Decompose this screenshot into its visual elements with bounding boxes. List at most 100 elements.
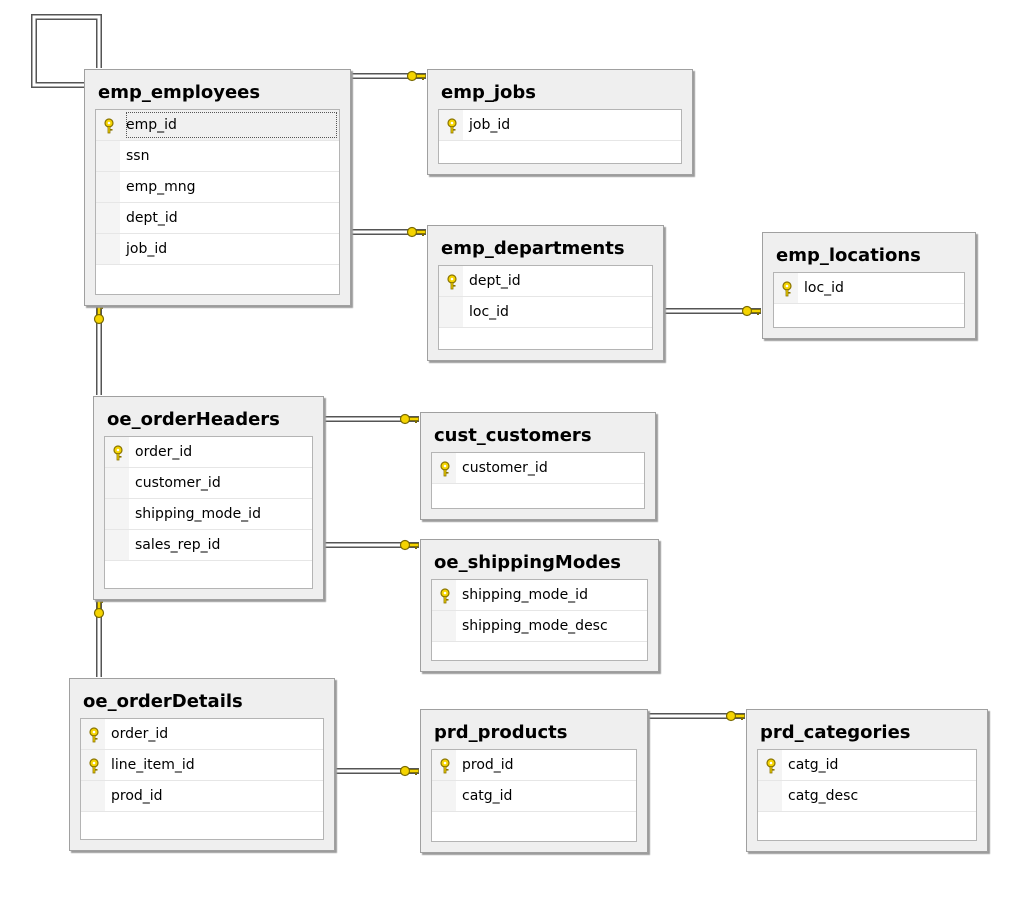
column-row[interactable]: order_id xyxy=(81,719,323,750)
column-name: dept_id xyxy=(469,273,521,289)
relationship-key-icon xyxy=(406,70,426,82)
table-oe_shippingModes[interactable]: oe_shippingModes shipping_mode_id shippi… xyxy=(420,539,659,672)
row-selector[interactable] xyxy=(105,499,129,529)
primary-key-icon xyxy=(447,274,457,290)
column-row[interactable]: catg_id xyxy=(758,750,976,781)
primary-key-icon xyxy=(89,727,99,743)
column-row[interactable]: line_item_id xyxy=(81,750,323,781)
relationship-key-icon xyxy=(399,413,419,425)
column-name: loc_id xyxy=(804,280,844,296)
column-name: catg_desc xyxy=(788,788,859,804)
row-selector[interactable] xyxy=(96,172,120,202)
column-name: job_id xyxy=(469,117,511,133)
row-selector[interactable] xyxy=(432,611,456,641)
column-row[interactable]: loc_id xyxy=(774,273,964,304)
column-name: sales_rep_id xyxy=(135,537,221,553)
row-selector[interactable] xyxy=(105,468,129,498)
column-row[interactable]: job_id xyxy=(96,234,339,265)
column-grid: dept_id loc_id xyxy=(438,265,653,350)
primary-key-icon xyxy=(104,118,114,134)
column-row[interactable]: order_id xyxy=(105,437,312,468)
relationship-key-icon xyxy=(406,226,426,238)
column-name: order_id xyxy=(111,726,169,742)
table-title: oe_orderDetails xyxy=(83,691,243,712)
column-name: prod_id xyxy=(111,788,163,804)
column-grid: loc_id xyxy=(773,272,965,328)
column-grid: job_id xyxy=(438,109,682,164)
column-row[interactable]: customer_id xyxy=(105,468,312,499)
column-row[interactable]: job_id xyxy=(439,110,681,141)
table-oe_orderHeaders[interactable]: oe_orderHeaders order_id customer_id shi… xyxy=(93,396,324,600)
column-name: customer_id xyxy=(462,460,548,476)
column-row[interactable]: catg_id xyxy=(432,781,636,812)
column-name: shipping_mode_id xyxy=(135,506,261,522)
column-row[interactable]: sales_rep_id xyxy=(105,530,312,561)
column-name: order_id xyxy=(135,444,193,460)
primary-key-icon xyxy=(113,445,123,461)
table-title: emp_locations xyxy=(776,245,921,266)
relationship-key-icon xyxy=(93,305,105,325)
table-oe_orderDetails[interactable]: oe_orderDetails order_id line_item_id pr… xyxy=(69,678,335,851)
column-grid: emp_id ssn emp_mng dept_id job_id xyxy=(95,109,340,295)
column-row[interactable]: dept_id xyxy=(439,266,652,297)
column-row[interactable]: emp_id xyxy=(96,110,339,141)
column-name: prod_id xyxy=(462,757,514,773)
column-name: emp_mng xyxy=(126,179,196,195)
column-row[interactable]: emp_mng xyxy=(96,172,339,203)
column-row[interactable]: shipping_mode_desc xyxy=(432,611,647,642)
table-title: prd_products xyxy=(434,722,568,743)
primary-key-icon xyxy=(766,758,776,774)
column-grid: prod_id catg_id xyxy=(431,749,637,842)
row-selector[interactable] xyxy=(81,781,105,811)
table-title: cust_customers xyxy=(434,425,592,446)
column-row[interactable]: loc_id xyxy=(439,297,652,328)
table-title: emp_employees xyxy=(98,82,261,103)
primary-key-icon xyxy=(440,758,450,774)
table-title: emp_jobs xyxy=(441,82,536,103)
column-row[interactable]: shipping_mode_id xyxy=(432,580,647,611)
row-selector[interactable] xyxy=(96,141,120,171)
relationship-key-icon xyxy=(93,599,105,619)
relationship-key-icon xyxy=(725,710,745,722)
column-name: catg_id xyxy=(462,788,513,804)
column-name: dept_id xyxy=(126,210,178,226)
column-row[interactable]: prod_id xyxy=(81,781,323,812)
column-name: loc_id xyxy=(469,304,509,320)
row-selector[interactable] xyxy=(758,781,782,811)
column-name: customer_id xyxy=(135,475,221,491)
table-title: prd_categories xyxy=(760,722,911,743)
table-prd_products[interactable]: prd_products prod_id catg_id xyxy=(420,709,648,853)
table-emp_employees[interactable]: emp_employees emp_id ssn emp_mng dept_id xyxy=(84,69,351,306)
row-selector[interactable] xyxy=(96,234,120,264)
row-selector[interactable] xyxy=(96,203,120,233)
column-grid: shipping_mode_id shipping_mode_desc xyxy=(431,579,648,661)
column-row[interactable]: shipping_mode_id xyxy=(105,499,312,530)
table-prd_categories[interactable]: prd_categories catg_id catg_desc xyxy=(746,709,988,852)
column-row[interactable]: dept_id xyxy=(96,203,339,234)
column-name: line_item_id xyxy=(111,757,195,773)
column-row[interactable]: customer_id xyxy=(432,453,644,484)
primary-key-icon xyxy=(89,758,99,774)
table-emp_jobs[interactable]: emp_jobs job_id xyxy=(427,69,693,175)
table-emp_locations[interactable]: emp_locations loc_id xyxy=(762,232,976,339)
primary-key-icon xyxy=(782,281,792,297)
row-selector[interactable] xyxy=(439,297,463,327)
column-grid: order_id customer_id shipping_mode_id sa… xyxy=(104,436,313,589)
table-title: oe_shippingModes xyxy=(434,552,621,573)
column-name: shipping_mode_id xyxy=(462,587,588,603)
relationship-emp_employees-emp_jobs[interactable] xyxy=(332,70,426,82)
primary-key-icon xyxy=(440,461,450,477)
table-cust_customers[interactable]: cust_customers customer_id xyxy=(420,412,656,520)
row-selector[interactable] xyxy=(432,781,456,811)
table-title: oe_orderHeaders xyxy=(107,409,280,430)
column-row[interactable]: catg_desc xyxy=(758,781,976,812)
relationship-key-icon xyxy=(399,765,419,777)
column-row[interactable]: prod_id xyxy=(432,750,636,781)
column-grid: order_id line_item_id prod_id xyxy=(80,718,324,840)
column-row[interactable]: ssn xyxy=(96,141,339,172)
relationship-key-icon xyxy=(399,539,419,551)
column-name: catg_id xyxy=(788,757,839,773)
row-selector[interactable] xyxy=(105,530,129,560)
table-emp_departments[interactable]: emp_departments dept_id loc_id xyxy=(427,225,664,361)
